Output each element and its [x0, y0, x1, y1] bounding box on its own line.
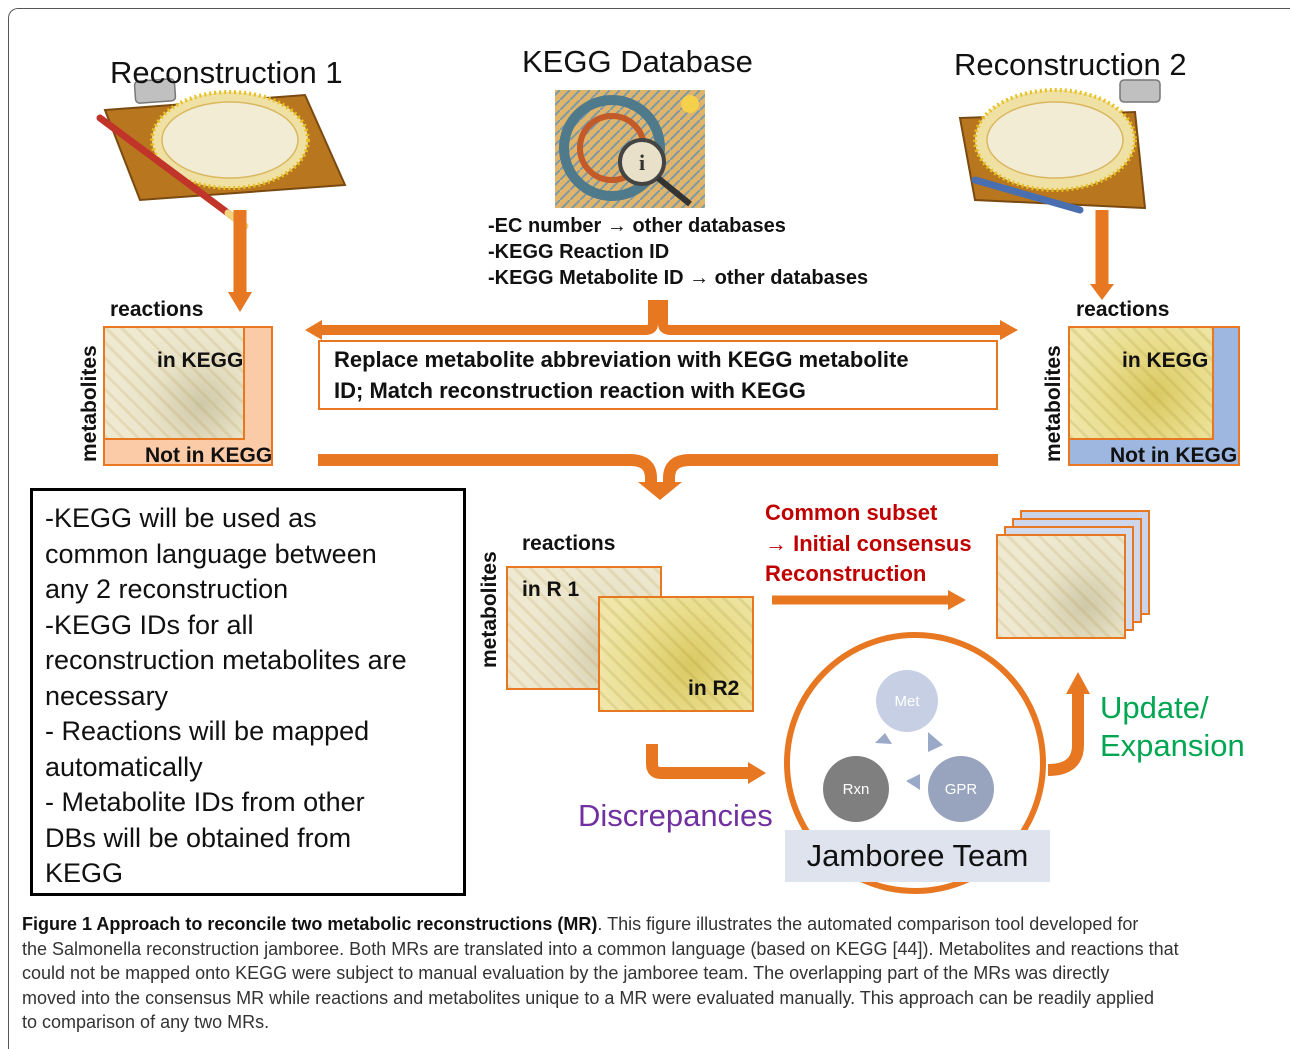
kegg-database-illustration: i [555, 90, 705, 208]
caption-line: moved into the consensus MR while reacti… [22, 987, 1154, 1008]
kegg-database-title: KEGG Database [522, 44, 753, 79]
arrow-to-discrepancies [646, 744, 766, 784]
replace-line-1: Replace metabolite abbreviation with KEG… [334, 347, 909, 372]
caption-title: Figure 1 Approach to reconcile two metab… [22, 914, 598, 934]
caption-line: the Salmonella reconstruction jamboree. … [22, 938, 1179, 959]
consensus-label: Common subset → Initial consensus Recons… [765, 498, 972, 590]
note-line: automatically [45, 751, 203, 782]
jamboree-cycle-circle [784, 632, 1046, 894]
consensus-line-2: → Initial consensus [765, 530, 972, 556]
note-line: reconstruction metabolites are [45, 645, 407, 675]
recon2-reactions-label: reactions [1076, 298, 1170, 321]
arrow-kegg-split [305, 300, 1018, 340]
reconstruction2-clipboard-illustration [958, 79, 1161, 214]
consensus-line-3: Reconstruction [765, 561, 927, 586]
note-line: - Metabolite IDs from other [45, 787, 365, 817]
figure-frame [8, 8, 1290, 1049]
arrow-update-expansion [1047, 672, 1090, 776]
recon2-metabolites-label: metabolites [1042, 345, 1065, 462]
update-expansion-label: Update/ Expansion [1100, 689, 1245, 765]
recon1-not-in-kegg-label: Not in KEGG [145, 444, 273, 467]
rxn-node: Rxn [823, 756, 889, 822]
note-line: KEGG [45, 858, 124, 888]
r2-thumbnail [598, 596, 754, 712]
kegg-db-item: -EC number → other databases [488, 215, 786, 237]
comparison-reactions-label: reactions [522, 532, 616, 555]
recon1-in-kegg-thumbnail [103, 326, 245, 440]
kegg-db-item: -KEGG Reaction ID [488, 241, 670, 263]
arrow-to-consensus [772, 590, 966, 610]
figure-caption: Figure 1 Approach to reconcile two metab… [22, 912, 1282, 1035]
svg-text:i: i [639, 150, 645, 175]
caption-line: . This figure illustrates the automated … [597, 914, 1139, 934]
in-r2-label: in R2 [688, 677, 740, 700]
note-line: DBs will be obtained from [45, 822, 352, 853]
update-line-2: Expansion [1100, 728, 1245, 763]
replace-line-2: ID; Match reconstruction reaction with K… [334, 378, 806, 403]
note-line: any 2 reconstruction [45, 574, 289, 604]
jamboree-team-label: Jamboree Team [785, 830, 1050, 882]
arrow-recon1-down [228, 210, 252, 312]
recon1-reactions-label: reactions [110, 298, 204, 321]
recon2-not-in-kegg-label: Not in KEGG [1110, 444, 1238, 467]
reconstruction2-title: Reconstruction 2 [954, 47, 1187, 82]
kegg-db-list: -EC number → other databases -KEGG React… [488, 213, 868, 291]
recon2-in-kegg-thumbnail [1068, 326, 1214, 440]
comparison-metabolites-label: metabolites [478, 551, 501, 668]
arrow-merge-down [318, 454, 998, 500]
replace-instruction-box: Replace metabolite abbreviation with KEG… [318, 340, 998, 410]
met-node: Met [876, 670, 938, 732]
note-line: - Reactions will be mapped [45, 716, 370, 746]
note-line: common language between [45, 538, 377, 569]
in-r1-label: in R 1 [522, 578, 580, 601]
consensus-line-1: Common subset [765, 500, 938, 525]
gpr-node: GPR [928, 756, 994, 822]
cycle-arrows [875, 732, 943, 790]
consensus-reconstruction-stack [990, 510, 1160, 650]
arrow-recon2-down [1090, 210, 1114, 300]
note-line: necessary [45, 680, 169, 711]
stack-card [996, 534, 1126, 639]
kegg-db-item: -KEGG Metabolite ID → other databases [488, 267, 869, 289]
recon1-in-kegg-label: in KEGG [157, 349, 244, 372]
notes-box: -KEGG will be used as common language be… [30, 488, 466, 896]
update-line-1: Update/ [1100, 690, 1209, 725]
note-line: -KEGG will be used as [45, 503, 317, 533]
discrepancies-label: Discrepancies [578, 798, 773, 833]
recon1-metabolites-label: metabolites [78, 345, 101, 462]
recon2-in-kegg-label: in KEGG [1122, 349, 1209, 372]
reconstruction1-clipboard-illustration [96, 78, 347, 230]
reconstruction1-title: Reconstruction 1 [110, 55, 343, 90]
note-line: -KEGG IDs for all [45, 609, 254, 640]
caption-line: to comparison of any two MRs. [22, 1012, 270, 1032]
caption-line: could not be mapped onto KEGG were subje… [22, 963, 1110, 983]
